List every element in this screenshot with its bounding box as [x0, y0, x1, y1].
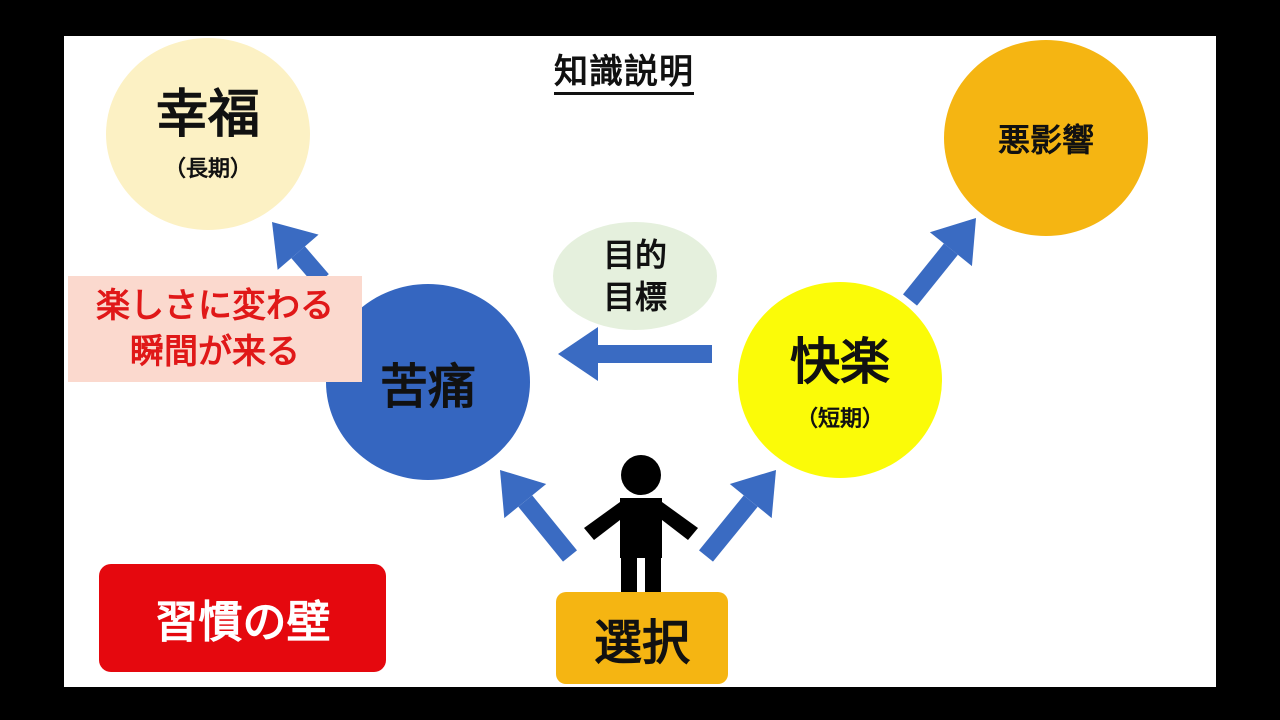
- arrow-pleasure-to-bad-influence: [902, 218, 976, 306]
- happiness-label: 幸福: [155, 85, 260, 145]
- purpose-line1: 目的: [602, 236, 667, 274]
- bad-influence-node: 悪影響: [944, 40, 1148, 236]
- choice-label: 選択: [556, 592, 728, 684]
- callout-box: 楽しさに変わる 瞬間が来る: [68, 276, 362, 382]
- arrow-choice-to-pain: [500, 470, 577, 562]
- pleasure-node: 快楽 （短期）: [738, 282, 942, 478]
- pleasure-sub: （短期）: [795, 407, 884, 432]
- bad-influence-label: 悪影響: [997, 121, 1094, 159]
- person-icon: [584, 455, 698, 594]
- callout-line2: 瞬間が来る: [130, 332, 300, 372]
- purpose-node: 目的 目標: [553, 222, 717, 330]
- purpose-line2: 目標: [602, 278, 667, 316]
- arrow-choice-to-pleasure: [699, 470, 776, 562]
- pleasure-label: 快楽: [790, 333, 890, 391]
- happiness-node: 幸福 （長期）: [106, 38, 310, 230]
- callout-line1: 楽しさに変わる: [96, 286, 334, 326]
- habit-wall-label: 習慣の壁: [99, 564, 386, 672]
- arrow-goal-to-pain: [558, 327, 712, 381]
- pain-label: 苦痛: [379, 359, 476, 415]
- page-title: 知識説明: [554, 52, 694, 95]
- happiness-sub: （長期）: [163, 157, 252, 182]
- arrow-pain-to-happiness: [272, 222, 329, 286]
